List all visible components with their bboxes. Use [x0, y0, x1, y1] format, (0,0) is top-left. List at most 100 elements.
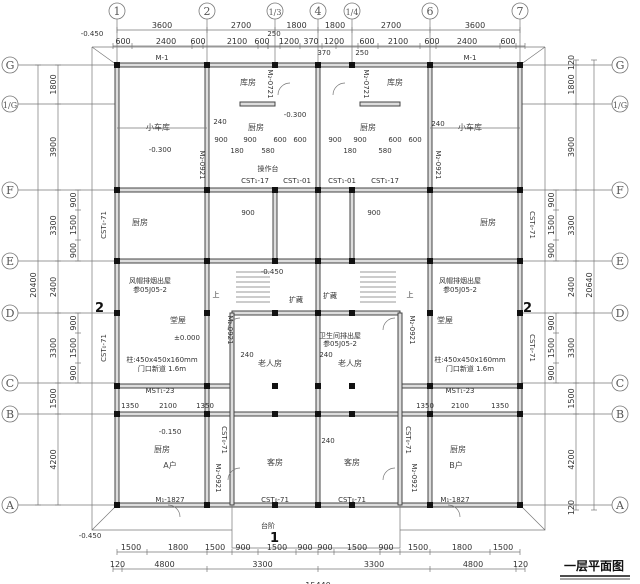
dim-top-small: 250 — [267, 30, 280, 38]
room-living-left: 堂屋 — [170, 315, 186, 325]
column — [517, 383, 523, 389]
room-dining-right: 厨房 — [450, 444, 466, 454]
column — [349, 310, 355, 316]
door-m0921-a: M₂-0921 — [198, 150, 206, 179]
column — [349, 62, 355, 68]
axis-label-y: G — [616, 59, 625, 72]
column — [315, 187, 321, 193]
axis-label-x: 2 — [204, 5, 211, 18]
section-mark-left: 2 — [95, 301, 104, 316]
unit-b-label: B户 — [449, 460, 463, 470]
door-swing-icon — [227, 467, 241, 481]
dim-580-a: 580 — [261, 147, 274, 155]
dim-top-2: 1200 — [324, 37, 344, 46]
dim-window-left-lower: 900 — [69, 315, 78, 330]
wall — [204, 64, 210, 506]
axis-label-y: E — [6, 255, 14, 268]
dim-600-b: 600 — [293, 136, 306, 144]
dim-left: 2400 — [49, 277, 58, 297]
dim-900-f: 900 — [367, 209, 380, 217]
wall — [359, 101, 401, 107]
room-storage-right: 库房 — [387, 77, 403, 87]
dim-window-left-lower: 900 — [69, 365, 78, 380]
column — [204, 383, 210, 389]
column — [517, 62, 523, 68]
window-cst17-right: CST₁-17 — [371, 177, 399, 185]
axis-label-y: F — [6, 184, 14, 197]
room-store-left: 扩藏 — [289, 295, 303, 304]
dim-top-2: 600 — [254, 37, 269, 46]
column — [349, 187, 355, 193]
axis-bubble — [1, 95, 19, 113]
room-living-right: 堂屋 — [437, 315, 453, 325]
door-m0721-a: M₂-0721 — [266, 69, 274, 98]
window-cst71-right: CST₀-71 — [338, 496, 366, 504]
dim-left: 4200 — [49, 449, 58, 469]
door-m0721-b: M₂-0721 — [362, 69, 370, 98]
dim-right: 2400 — [567, 277, 576, 297]
column — [349, 383, 355, 389]
axis-label-x: 1/4 — [346, 8, 359, 17]
axis-bubble — [1, 252, 19, 270]
dim-right: 3300 — [567, 338, 576, 358]
dim-window-right-lower: 900 — [547, 315, 556, 330]
elevation-garage: -0.300 — [149, 146, 172, 154]
dim-top-2: 2400 — [457, 37, 477, 46]
window-cst01-left: CST₁-01 — [283, 177, 311, 185]
dim-left: 3300 — [49, 215, 58, 235]
axis-bubble — [611, 304, 629, 322]
wall-240-c: 240 — [240, 351, 253, 359]
column — [272, 258, 278, 264]
dim-bottom-1: 900 — [235, 543, 250, 552]
note-column-left: 柱:450x450x160mm — [126, 355, 198, 364]
dim-top-small: 250 — [355, 49, 368, 57]
wall — [397, 312, 403, 506]
axis-label-x: 1/3 — [269, 8, 282, 17]
dim-bottom-2: 120 — [110, 560, 125, 569]
dim-top-2: 600 — [424, 37, 439, 46]
room-guest-left: 客房 — [267, 457, 283, 467]
column — [349, 502, 355, 508]
dim-top-2: 2100 — [227, 37, 247, 46]
axis-bubble — [611, 496, 629, 514]
room-bath-left: 厨房 — [132, 217, 148, 227]
note-vent-right: 风帽排烟出屋 — [439, 276, 481, 285]
room-store-right: 扩藏 — [323, 291, 337, 300]
room-tool-left: 操作台 — [258, 164, 279, 173]
wall-240-a: 240 — [213, 118, 226, 126]
dim-left-total: 20400 — [29, 272, 38, 297]
column — [204, 62, 210, 68]
axis-bubble — [1, 374, 19, 392]
dim-bottom-1: 1500 — [347, 543, 367, 552]
axis-bubble — [1, 405, 19, 423]
axis-bubble — [198, 2, 216, 20]
dim-right: 1500 — [567, 388, 576, 408]
dim-bottom-1: 900 — [297, 543, 312, 552]
stair-up-left: 上 — [213, 290, 220, 299]
dim-window-right-upper: 1500 — [547, 215, 556, 235]
room-elder-right: 老人房 — [338, 358, 362, 368]
dim-1350-a: 1350 — [121, 402, 139, 410]
axis-bubble — [1, 304, 19, 322]
axis-label-x: 4 — [315, 5, 322, 18]
dim-window-left-upper: 1500 — [69, 215, 78, 235]
door-swing-icon — [447, 504, 461, 518]
room-garage-left: 小车库 — [146, 122, 170, 132]
axis-bubble — [421, 2, 439, 20]
dim-window-left-lower: 1500 — [69, 338, 78, 358]
dim-top-1: 2700 — [231, 21, 251, 30]
column — [315, 258, 321, 264]
room-storage-left: 库房 — [240, 77, 256, 87]
dim-window-right-lower: 1500 — [547, 338, 556, 358]
column — [272, 383, 278, 389]
dim-top-1: 3600 — [152, 21, 172, 30]
door-m0921-c: M₂-0921 — [226, 315, 234, 344]
window-mst23-left: MST₁-23 — [146, 387, 175, 395]
column — [114, 187, 120, 193]
axis-bubble — [611, 95, 629, 113]
dim-180-b: 180 — [343, 147, 356, 155]
dim-bottom-1: 1500 — [493, 543, 513, 552]
outdoor-platform — [91, 46, 546, 549]
dim-right: 3300 — [567, 215, 576, 235]
